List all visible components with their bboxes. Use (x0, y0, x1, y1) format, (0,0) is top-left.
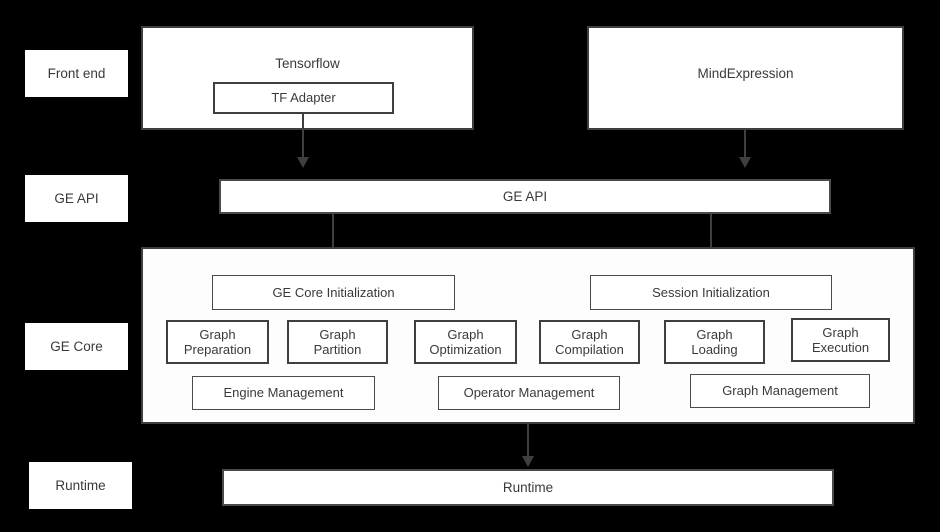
module-graph-compilation[interactable]: Graph Compilation (539, 320, 640, 364)
connector-mindexpression-to-ge-api (744, 130, 746, 159)
module-graph-optimization[interactable]: Graph Optimization (414, 320, 517, 364)
stage-label-ge-core: GE Core (25, 323, 128, 370)
module-graph-partition[interactable]: Graph Partition (287, 320, 388, 364)
module-graph-preparation[interactable]: Graph Preparation (166, 320, 269, 364)
module-graph-execution[interactable]: Graph Execution (791, 318, 890, 362)
ge-api-bar[interactable]: GE API (219, 179, 831, 214)
management-operator[interactable]: Operator Management (438, 376, 620, 410)
management-engine[interactable]: Engine Management (192, 376, 375, 410)
tf-adapter-box[interactable]: TF Adapter (213, 82, 394, 114)
connector-ge-core-to-runtime (527, 424, 529, 458)
tensorflow-container: Tensorflow (141, 26, 474, 130)
connector-ge-api-to-core-init (332, 214, 334, 262)
tensorflow-title: Tensorflow (275, 56, 340, 71)
mindexpression-container: MindExpression (587, 26, 904, 130)
mindexpression-title: MindExpression (697, 66, 794, 81)
connector-ge-api-to-session-init (710, 214, 712, 262)
arrowhead-mindexpression-to-ge-api (739, 157, 751, 168)
management-graph[interactable]: Graph Management (690, 374, 870, 408)
stage-label-runtime: Runtime (29, 462, 132, 509)
stage-label-front-end: Front end (25, 50, 128, 97)
arrowhead-tf-adapter-to-ge-api (297, 157, 309, 168)
ge-core-initialization-box[interactable]: GE Core Initialization (212, 275, 455, 310)
runtime-bar[interactable]: Runtime (222, 469, 834, 506)
arrowhead-ge-core-to-runtime (522, 456, 534, 467)
connector-tf-adapter-to-ge-api (302, 114, 304, 159)
stage-label-ge-api: GE API (25, 175, 128, 222)
session-initialization-box[interactable]: Session Initialization (590, 275, 832, 310)
module-graph-loading[interactable]: Graph Loading (664, 320, 765, 364)
